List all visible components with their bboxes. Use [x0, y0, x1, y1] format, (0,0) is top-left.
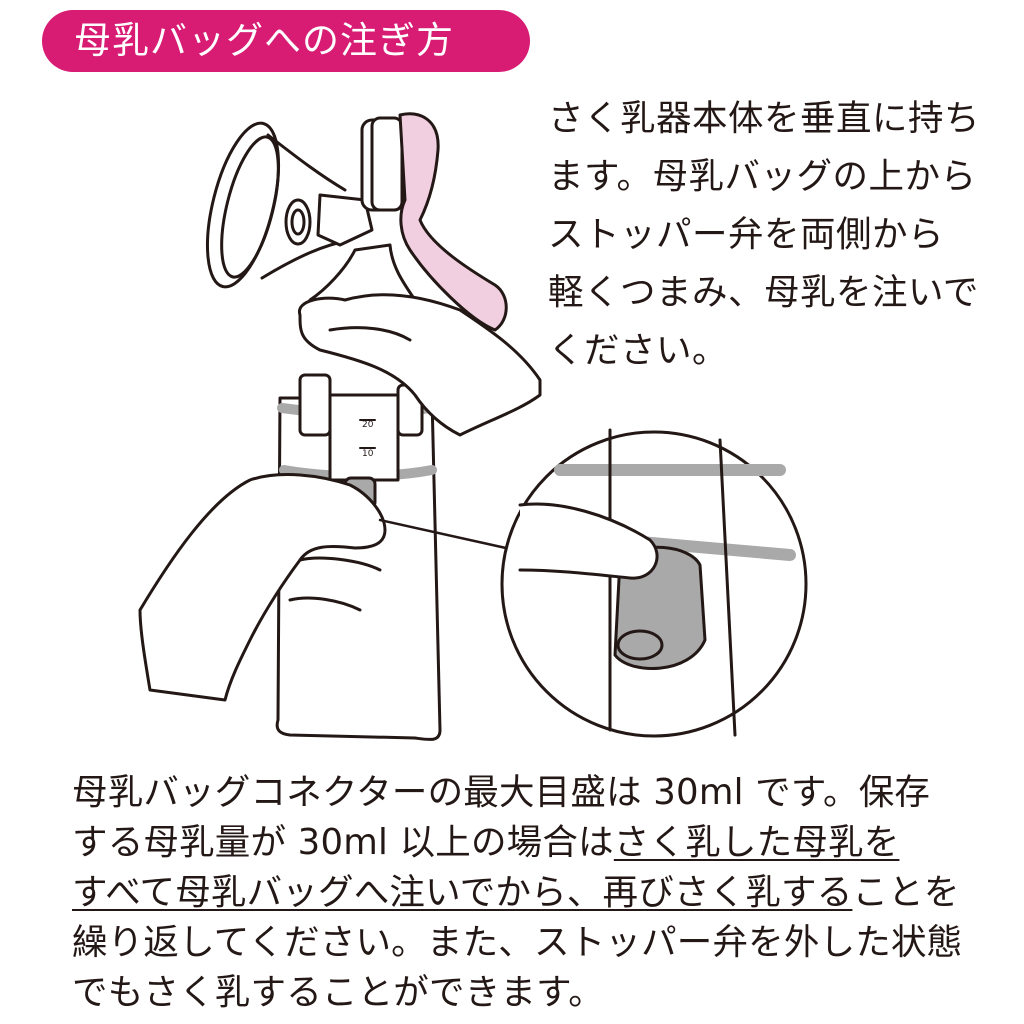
zoom-detail-icon — [500, 428, 808, 738]
note-line: でもさく乳することができます。 — [72, 972, 604, 1013]
instruction-text: さく乳器本体を垂直に持ち ます。母乳バッグの上から ストッパー弁を両側から 軽く… — [548, 90, 988, 380]
note-line: すべて母乳バッグへ注いでから、再びさく乳することを — [72, 868, 1002, 918]
instruction-line: ます。母乳バッグの上から — [548, 156, 977, 197]
scale-label-20: 20 — [362, 420, 374, 430]
note-line: 繰り返してください。また、ストッパー弁を外した状態 — [72, 922, 963, 963]
instruction-line: ストッパー弁を両側から — [548, 214, 945, 255]
breast-shield-icon — [205, 121, 352, 289]
note-text-underlined: さく乳した母乳を — [613, 822, 900, 863]
note-line: 母乳バッグコネクターの最大目盛は 30ml です。保存 — [72, 772, 931, 813]
note-text-underlined: すべて母乳バッグへ注いでから、再びさく乳する — [72, 872, 853, 913]
note-text: 母乳バッグコネクターの最大目盛は 30ml です。保存 する母乳量が 30ml … — [72, 768, 1002, 1018]
note-line: する母乳量が 30ml 以上の場合はさく乳した母乳を — [72, 818, 1002, 868]
scale-label-10: 10 — [362, 449, 374, 459]
instruction-line: ください。 — [548, 330, 729, 371]
note-text-plain: する母乳量が 30ml 以上の場合は — [72, 822, 614, 863]
pink-lever-icon — [398, 112, 508, 332]
pump-body-icon — [308, 116, 417, 302]
instruction-line: さく乳器本体を垂直に持ち — [548, 98, 981, 139]
instruction-line: 軽くつまみ、母乳を注いで — [548, 272, 979, 313]
upper-hand-icon — [298, 293, 542, 437]
section-title: 母乳バッグへの注ぎ方 — [42, 10, 530, 72]
lower-hand-icon — [138, 473, 387, 702]
note-text-plain: ことを — [852, 872, 960, 913]
